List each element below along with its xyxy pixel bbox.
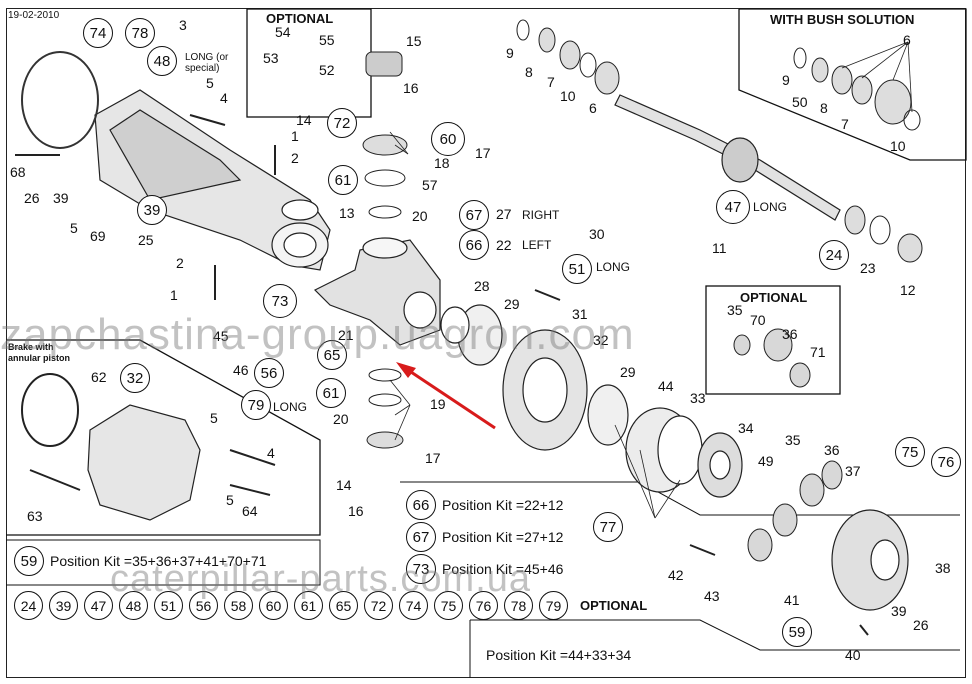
optional-part-circle: 39 [49, 591, 78, 620]
optional-part-circle: 24 [14, 591, 43, 620]
callout-56: 56 [254, 358, 284, 388]
optional-right-box [705, 285, 841, 395]
callout-65: 65 [317, 340, 347, 370]
kit-59-number: 59 [14, 546, 44, 576]
kit-73: 73 Position Kit =45+46 [406, 554, 563, 584]
optional-part-circle: 74 [399, 591, 428, 620]
callout-77: 77 [593, 512, 623, 542]
brake-title: Brake with annular piston [8, 342, 71, 363]
callout-67: 67 [459, 200, 489, 230]
callout-47: 47 [716, 190, 750, 224]
date-stamp: 19-02-2010 [8, 10, 60, 21]
kit-44: Position Kit =44+33+34 [486, 647, 631, 663]
optional-top-title: OPTIONAL [266, 11, 334, 26]
callout-59-drawing: 59 [782, 617, 812, 647]
o-ring-74 [21, 51, 99, 149]
callout-39: 39 [137, 195, 167, 225]
optional-part-circle: 60 [259, 591, 288, 620]
optional-part-circle: 72 [364, 591, 393, 620]
right-label: RIGHT [522, 208, 560, 222]
kit-67: 67 Position Kit =27+12 [406, 522, 563, 552]
optional-part-circle: 48 [119, 591, 148, 620]
kit-59-text: Position Kit =35+36+37+41+70+71 [50, 553, 267, 569]
kit-box [6, 539, 321, 586]
left-label: LEFT [522, 238, 552, 252]
optional-part-circle: 78 [504, 591, 533, 620]
long-label-51: LONG [596, 260, 631, 274]
optional-part-circle: 58 [224, 591, 253, 620]
callout-24: 24 [819, 240, 849, 270]
kit-73-text: Position Kit =45+46 [442, 561, 564, 577]
brake-housing [21, 373, 201, 521]
bush-solution-box [738, 8, 967, 161]
optional-part-circle: 61 [294, 591, 323, 620]
callout-78: 78 [125, 18, 155, 48]
kit-66-text: Position Kit =22+12 [442, 497, 564, 513]
bush-solution-title: WITH BUSH SOLUTION [770, 12, 915, 27]
callout-79: 79 [241, 390, 271, 420]
optional-part-circle: 47 [84, 591, 113, 620]
diagram-frame [6, 8, 966, 678]
bolts [15, 114, 869, 636]
callout-76: 76 [931, 447, 961, 477]
optional-part-circle: 75 [434, 591, 463, 620]
callout-32: 32 [120, 363, 150, 393]
callout-61-top: 61 [328, 165, 358, 195]
kit-67-number: 67 [406, 522, 436, 552]
optional-right-title: OPTIONAL [740, 290, 808, 305]
kit-66: 66 Position Kit =22+12 [406, 490, 563, 520]
kit-44-text: Position Kit =44+33+34 [486, 647, 632, 663]
long-or-special-label: LONG (or special) [185, 52, 229, 74]
watermark-bottom: caterpillar-parts.com.ua [110, 558, 532, 600]
kit-59: 59 Position Kit =35+36+37+41+70+71 [14, 546, 266, 576]
callout-48: 48 [147, 46, 177, 76]
kit-73-number: 73 [406, 554, 436, 584]
red-arrow [396, 362, 496, 430]
kit-66-number: 66 [406, 490, 436, 520]
callout-73: 73 [263, 284, 297, 318]
wheel-hub [440, 304, 629, 451]
watermark-top: zapchastina-group.uagrоn.com [0, 310, 635, 359]
drive-shaft [614, 94, 841, 221]
brake-box [6, 339, 321, 536]
axle-housing [94, 89, 331, 271]
callout-61-bottom: 61 [316, 378, 346, 408]
kit-67-text: Position Kit =27+12 [442, 529, 564, 545]
callout-72: 72 [327, 108, 357, 138]
optional-part-circle: 51 [154, 591, 183, 620]
callout-75: 75 [895, 437, 925, 467]
optional-part-circle: 79 [539, 591, 568, 620]
optional-part-circle: 76 [469, 591, 498, 620]
optional-part-circle: 65 [329, 591, 358, 620]
callout-66: 66 [459, 230, 489, 260]
callout-60: 60 [431, 122, 465, 156]
long-label-79: LONG [273, 400, 308, 414]
steering-knuckle [313, 237, 441, 346]
callout-51: 51 [562, 254, 592, 284]
long-label-47: LONG [753, 200, 788, 214]
planet-carrier [831, 509, 909, 611]
callout-74: 74 [83, 18, 113, 48]
bottom-optional-label: OPTIONAL [580, 598, 648, 613]
ring-gear [625, 407, 743, 498]
optional-part-circle: 56 [189, 591, 218, 620]
